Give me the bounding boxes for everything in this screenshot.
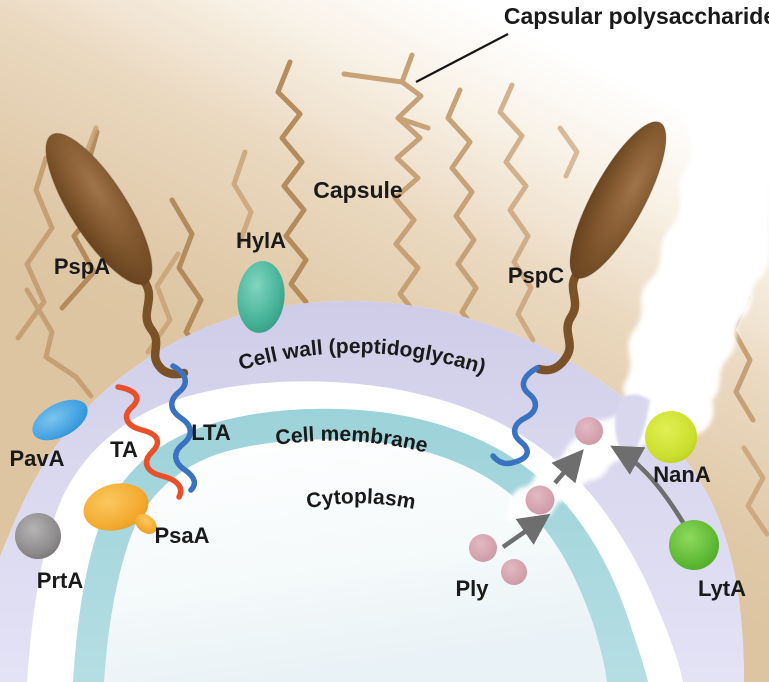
lta-strand (169, 363, 198, 493)
nana-label: NanA (653, 462, 711, 487)
pspc-shape (569, 121, 667, 279)
lyta-arrow (610, 445, 686, 526)
ta-label: TA (110, 437, 138, 462)
nana-shape (645, 411, 697, 463)
ply-label: Ply (455, 576, 489, 601)
ply-molecule (575, 417, 603, 445)
pspa-stalk (139, 276, 189, 379)
ply-arrow (501, 513, 551, 549)
psaa-label: PsaA (154, 523, 209, 548)
ply-molecule (525, 485, 555, 515)
hyla-shape (237, 261, 285, 333)
pspa-label: PspA (54, 254, 110, 279)
ply-arrow (551, 449, 584, 485)
prta-shape (15, 513, 61, 559)
lysis-channel (504, 36, 769, 524)
cytoplasm-region (104, 439, 607, 682)
hyla-label: HylA (236, 228, 286, 253)
ply-escape-arrows (501, 449, 584, 549)
psaa-shape (83, 483, 149, 531)
capsule-strand (392, 52, 424, 345)
capsular-polysaccharide-label: Capsular polysaccharide (504, 3, 769, 29)
pspa-shape (45, 132, 153, 286)
capsule-strand (341, 71, 405, 85)
ply-molecule (469, 534, 497, 562)
prta-label: PrtA (37, 568, 84, 593)
pspc-label: PspC (508, 263, 564, 288)
pspc-lta-anchor (490, 365, 540, 467)
lyta-label: LytA (698, 576, 746, 601)
pava-shape (32, 399, 88, 441)
annotation-pointer-line (415, 33, 509, 83)
pava-label: PavA (9, 446, 64, 471)
capsule-strand (445, 87, 480, 335)
ta-strand (115, 384, 184, 500)
capsule-strand (231, 149, 254, 245)
lyta-shape (669, 520, 719, 570)
capsule-strand (275, 59, 309, 305)
pspc-stalk (534, 269, 582, 375)
cell-wall-strip (614, 394, 650, 462)
lta-label: LTA (191, 420, 231, 445)
capsule-strand (741, 445, 769, 537)
capsule-label: Capsule (313, 177, 402, 203)
capsule-strand (24, 287, 94, 399)
psaa-tail (135, 514, 157, 534)
capsule-strand (395, 115, 431, 131)
ply-molecule (501, 559, 527, 585)
capsule-strand (557, 125, 580, 179)
capsule-strand (497, 82, 536, 343)
